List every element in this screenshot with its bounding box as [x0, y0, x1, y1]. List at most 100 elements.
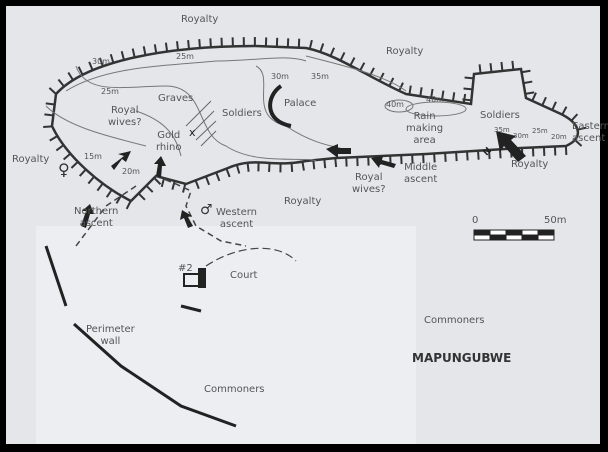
hachure-tick	[521, 69, 531, 74]
hachure-tick	[145, 184, 154, 193]
hachure-tick	[131, 48, 136, 58]
hachure-tick	[98, 57, 104, 67]
hachure-tick	[62, 152, 72, 161]
label-gold-rhino: Gold rhino	[156, 130, 182, 153]
hachure-tick	[523, 80, 533, 85]
scale-bar-segment	[489, 229, 507, 236]
scale-bar-segment	[505, 229, 523, 236]
scale-bar-segment	[505, 234, 523, 241]
scale-bar-segment	[521, 234, 539, 241]
hachure-tick	[368, 67, 375, 77]
hachure-tick	[464, 76, 474, 80]
hachure-tick	[349, 57, 356, 66]
hachure-tick	[164, 42, 169, 52]
label-royalty-w: Royalty	[12, 154, 50, 165]
label-graves: Graves	[158, 93, 194, 104]
hachure-tick	[477, 150, 480, 160]
scale-start-label: 0	[472, 215, 479, 226]
hachure-tick	[77, 66, 84, 76]
hachure-tick	[105, 189, 113, 198]
hachure-tick	[115, 195, 122, 204]
hachure-tick	[319, 43, 325, 53]
contour-label: 35m	[311, 72, 329, 81]
label-royalty-ne: Royalty	[386, 46, 424, 57]
scale-bar-segment	[537, 234, 555, 241]
hachure-tick	[204, 176, 211, 186]
hachure-tick	[577, 126, 587, 131]
hachure-tick	[301, 161, 305, 171]
hachure-tick	[109, 53, 115, 64]
hachure-tick	[408, 85, 412, 95]
hachure-tick	[570, 113, 579, 122]
hachure-tick	[87, 175, 95, 185]
hachure-tick	[466, 151, 469, 161]
label-soldiers-1: Soldiers	[222, 108, 262, 119]
label-commoners-1: Commoners	[424, 315, 485, 326]
scale-bar	[473, 229, 555, 241]
contour-lines	[45, 55, 467, 162]
contour-label: 25m	[176, 52, 194, 61]
label-site-2: #2	[178, 263, 193, 274]
hachure-tick	[500, 61, 504, 72]
hachure-tick	[541, 96, 547, 106]
contour-label: 35m	[494, 126, 510, 134]
hachure-tick	[488, 149, 491, 160]
scale-bar-segment	[473, 234, 491, 241]
hachure-tick	[430, 88, 434, 99]
male-symbol-icon: ♂	[200, 202, 213, 218]
label-soldiers-2: Soldiers	[480, 110, 520, 121]
female-symbol-icon: ♀	[58, 160, 70, 179]
hachure-tick	[398, 82, 404, 92]
hachure-tick	[153, 44, 158, 54]
hachure-tick	[339, 52, 346, 62]
label-palace: Palace	[284, 98, 317, 109]
hachure-tick	[88, 61, 94, 71]
hachure-tick	[171, 180, 176, 190]
lower-terrace-area	[36, 226, 416, 444]
hachure-tick	[137, 192, 146, 201]
hachure-tick	[57, 78, 65, 88]
hachure-tick	[96, 182, 104, 192]
hachure-tick	[120, 50, 125, 61]
hachure-tick	[225, 168, 231, 178]
hachure-tick	[44, 113, 54, 117]
hachure-tick	[268, 162, 271, 172]
hachure-tick	[455, 152, 458, 162]
contour-label: 15m	[84, 152, 102, 161]
hachure-tick	[308, 39, 313, 50]
hachure-tick	[176, 41, 180, 51]
hachure-tick	[462, 93, 467, 104]
label-perimeter-wall: Perimeter wall	[86, 324, 135, 347]
hachure-tick	[551, 101, 557, 111]
contour-label: 25m	[101, 87, 119, 96]
hachure-tick	[48, 87, 57, 95]
northern-ascent-path	[75, 185, 137, 247]
graves-hatch	[185, 100, 217, 147]
hachure-tick	[531, 92, 537, 102]
label-commoners-2: Commoners	[204, 384, 265, 395]
hachure-tick	[45, 102, 55, 106]
hachure-tick	[463, 87, 473, 91]
hachure-tick	[312, 160, 316, 170]
mapungubwe-site-map: x Royalty Royalty Royalty Royalty Royalt…	[6, 6, 608, 444]
hachure-tick	[441, 90, 445, 100]
hachure-tick	[561, 106, 568, 116]
palace-wall	[268, 84, 292, 128]
hachure-tick	[49, 135, 58, 142]
label-middle-ascent: Middle ascent	[404, 162, 438, 185]
label-court: Court	[230, 270, 258, 281]
label-royalty-top: Royalty	[181, 14, 219, 25]
scale-end-label: 50m	[544, 215, 567, 226]
contour-label: 20m	[122, 167, 140, 176]
hachure-tick	[478, 64, 482, 74]
contour-label: 30m	[271, 72, 289, 81]
hachure-tick	[209, 38, 212, 48]
hachure-tick	[451, 92, 456, 102]
hachure-tick	[142, 46, 147, 56]
label-royal-wives-1: Royal wives?	[108, 105, 142, 128]
hachure-tick	[574, 139, 583, 147]
label-western-ascent: Western ascent	[216, 207, 258, 230]
label-royal-wives-2: Royal wives?	[352, 172, 386, 195]
scale-bar-segment	[489, 234, 507, 241]
hachure-tick	[198, 39, 201, 49]
